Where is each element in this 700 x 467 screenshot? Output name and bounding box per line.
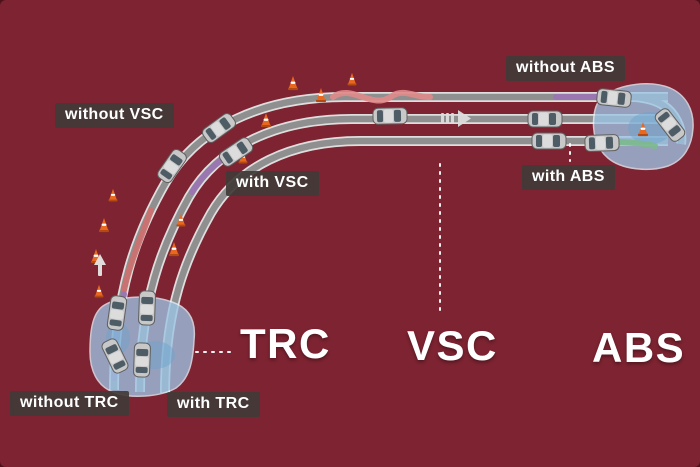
- right-arrow-icon: [441, 110, 471, 127]
- car-icon: [584, 133, 620, 153]
- traffic-cone-icon: [261, 113, 271, 128]
- traffic-cone-icon: [347, 72, 357, 86]
- traffic-cone-icon: [108, 188, 118, 202]
- callout-without-trc: without TRC: [10, 391, 129, 416]
- car-icon: [531, 132, 567, 150]
- callout-with-trc: with TRC: [167, 392, 260, 417]
- car-icon: [527, 110, 563, 128]
- skid-pink-swerve: [330, 89, 433, 104]
- up-arrow-icon: [94, 254, 106, 276]
- car-icon: [216, 135, 256, 169]
- system-label-abs: ABS: [592, 324, 686, 371]
- car-icon: [595, 87, 633, 109]
- callout-without-abs: without ABS: [506, 56, 625, 81]
- skid-red-curve: [121, 207, 154, 293]
- car-icon: [155, 146, 189, 186]
- callout-with-abs: with ABS: [522, 165, 615, 190]
- car-icon: [200, 111, 238, 145]
- system-label-vsc: VSC: [407, 322, 498, 369]
- traffic-cone-icon: [94, 284, 104, 298]
- car-icon: [137, 290, 157, 326]
- traffic-cone-icon: [99, 218, 109, 233]
- traffic-cone-icon: [288, 76, 298, 91]
- car-icon: [132, 342, 152, 378]
- callout-with-vsc: with VSC: [226, 171, 319, 196]
- car-icon: [372, 107, 408, 125]
- system-label-trc: TRC: [240, 320, 331, 367]
- callout-without-vsc: without VSC: [55, 103, 174, 128]
